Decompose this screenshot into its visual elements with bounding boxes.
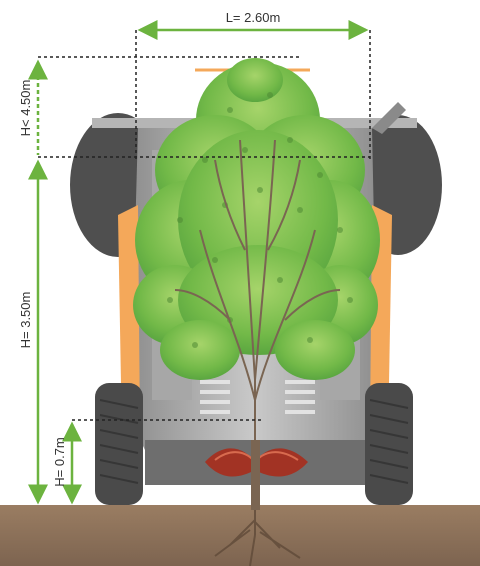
wheel-treads bbox=[99, 399, 409, 484]
tree-branches bbox=[174, 139, 341, 470]
left-orange-frame bbox=[118, 205, 140, 440]
dimension-lines bbox=[28, 20, 369, 505]
tree-foliage bbox=[133, 58, 380, 380]
ground-clearance-label: H= 0.7m bbox=[52, 437, 67, 487]
exhaust-pipe bbox=[372, 102, 406, 134]
left-front-wheel bbox=[95, 383, 143, 505]
max-height-label: H< 4.50m bbox=[18, 80, 33, 137]
width-label: L= 2.60m bbox=[226, 10, 281, 25]
tree-icon bbox=[133, 58, 380, 510]
leaf-speckles bbox=[167, 92, 353, 348]
tree-trunk bbox=[251, 440, 260, 510]
machine-height-label: H= 3.50m bbox=[18, 292, 33, 349]
root-system bbox=[214, 505, 301, 566]
guide-lines bbox=[38, 30, 371, 421]
right-front-wheel bbox=[365, 383, 413, 505]
body-ribs bbox=[200, 380, 315, 414]
